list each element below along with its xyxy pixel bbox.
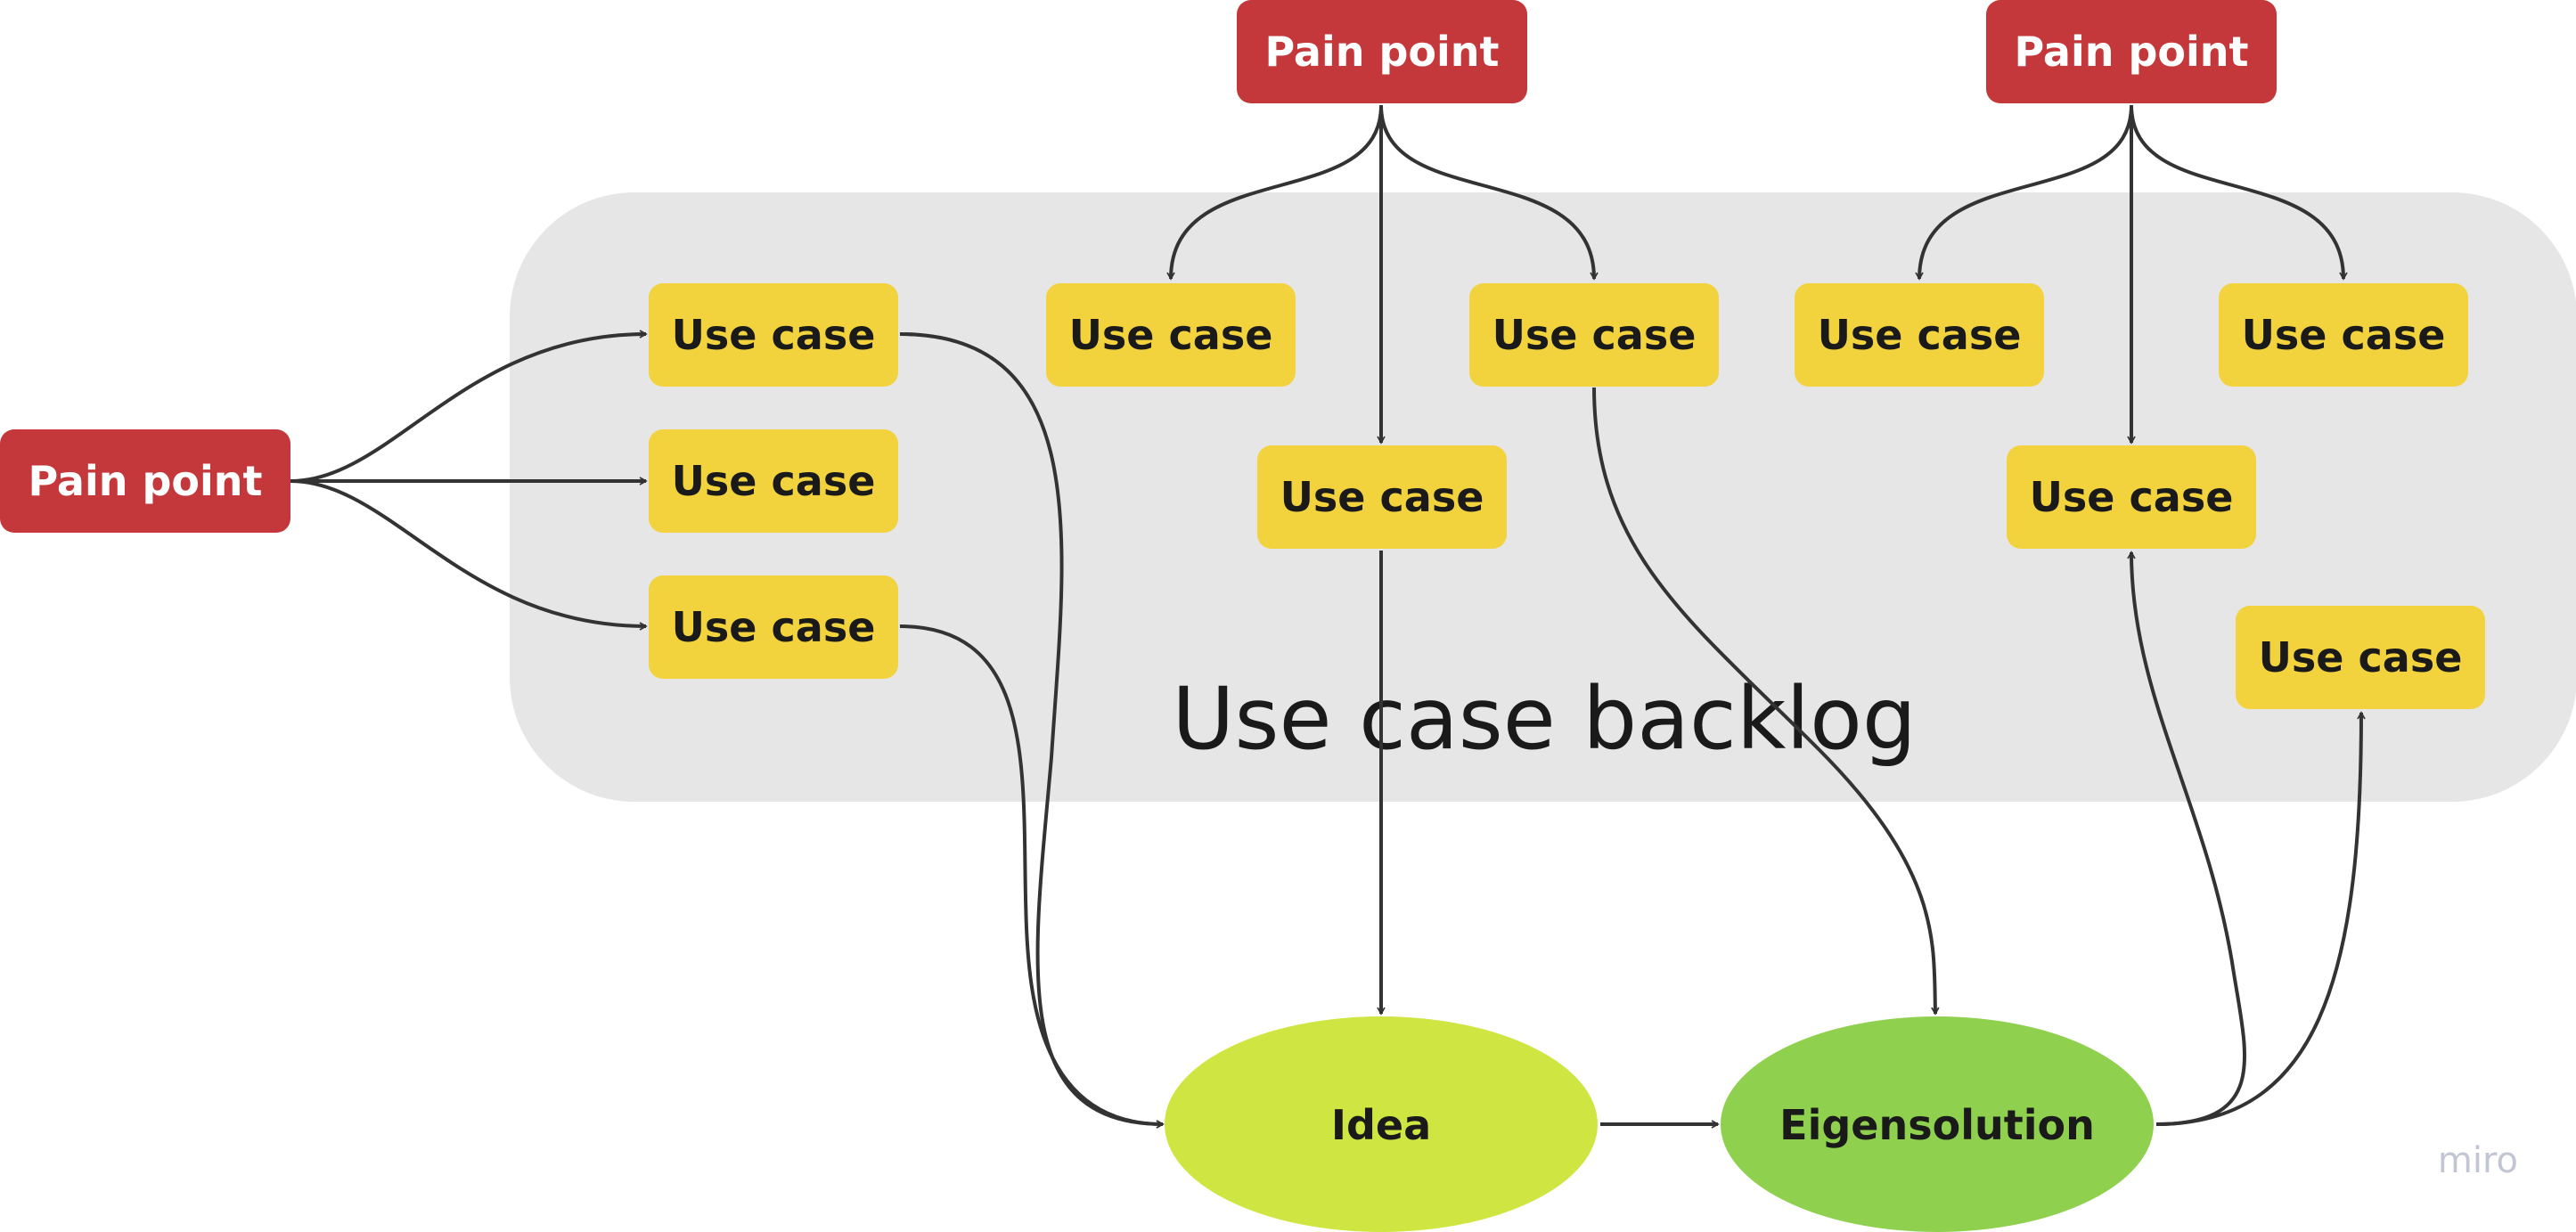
use-case-label: Use case	[1280, 473, 1484, 521]
edge-pp-left-uc-3	[290, 479, 648, 631]
edge-pp-left-uc-1	[290, 330, 648, 483]
use-case-label: Use case	[2242, 311, 2446, 359]
edge-eigensolution-uc-9	[2127, 551, 2247, 1126]
edge-eigensolution-uc-10	[2155, 711, 2366, 1126]
use-case-7[interactable]: Use case	[1795, 283, 2044, 387]
pain-point-label: Pain point	[2014, 28, 2248, 76]
use-case-label: Use case	[672, 457, 876, 505]
edges	[290, 104, 2366, 1129]
use-case-10[interactable]: Use case	[2236, 606, 2485, 709]
use-case-label: Use case	[2259, 633, 2463, 681]
edge-uc-3-idea	[899, 624, 1165, 1129]
edge-pp-top1-uc-4	[1166, 104, 1383, 281]
use-case-label: Use case	[2030, 473, 2234, 521]
use-case-label: Use case	[1818, 311, 2022, 359]
idea-label: Idea	[1331, 1101, 1431, 1149]
use-case-4[interactable]: Use case	[1046, 283, 1296, 387]
use-case-6[interactable]: Use case	[1257, 445, 1507, 549]
use-case-backlog-area	[510, 192, 2576, 802]
pain-point-label: Pain point	[28, 457, 262, 505]
edge-uc-5-eigensolution	[1592, 387, 1940, 1016]
edge-pp-top2-uc-8	[2130, 104, 2348, 281]
use-case-label: Use case	[672, 311, 876, 359]
idea-node[interactable]: Idea	[1165, 1016, 1598, 1232]
use-case-5[interactable]: Use case	[1469, 283, 1719, 387]
pain-point-label: Pain point	[1264, 28, 1499, 76]
use-case-label: Use case	[672, 603, 876, 651]
eigensolution-node[interactable]: Eigensolution	[1721, 1016, 2154, 1232]
use-case-label: Use case	[1069, 311, 1273, 359]
pain-point-left[interactable]: Pain point	[0, 429, 290, 533]
use-case-9[interactable]: Use case	[2007, 445, 2256, 549]
use-case-3[interactable]: Use case	[649, 575, 898, 679]
use-case-1[interactable]: Use case	[649, 283, 898, 387]
edge-pp-top2-uc-7	[1915, 104, 2133, 281]
edge-pp-top1-uc-5	[1379, 104, 1599, 281]
eigensolution-label: Eigensolution	[1779, 1101, 2095, 1149]
use-case-2[interactable]: Use case	[649, 429, 898, 533]
pain-point-top-1[interactable]: Pain point	[1237, 0, 1527, 103]
pain-point-top-2[interactable]: Pain point	[1986, 0, 2277, 103]
use-case-label: Use case	[1492, 311, 1697, 359]
miro-watermark: miro	[2438, 1140, 2518, 1181]
backlog-label: Use case backlog	[1172, 669, 1917, 769]
use-case-8[interactable]: Use case	[2219, 283, 2468, 387]
